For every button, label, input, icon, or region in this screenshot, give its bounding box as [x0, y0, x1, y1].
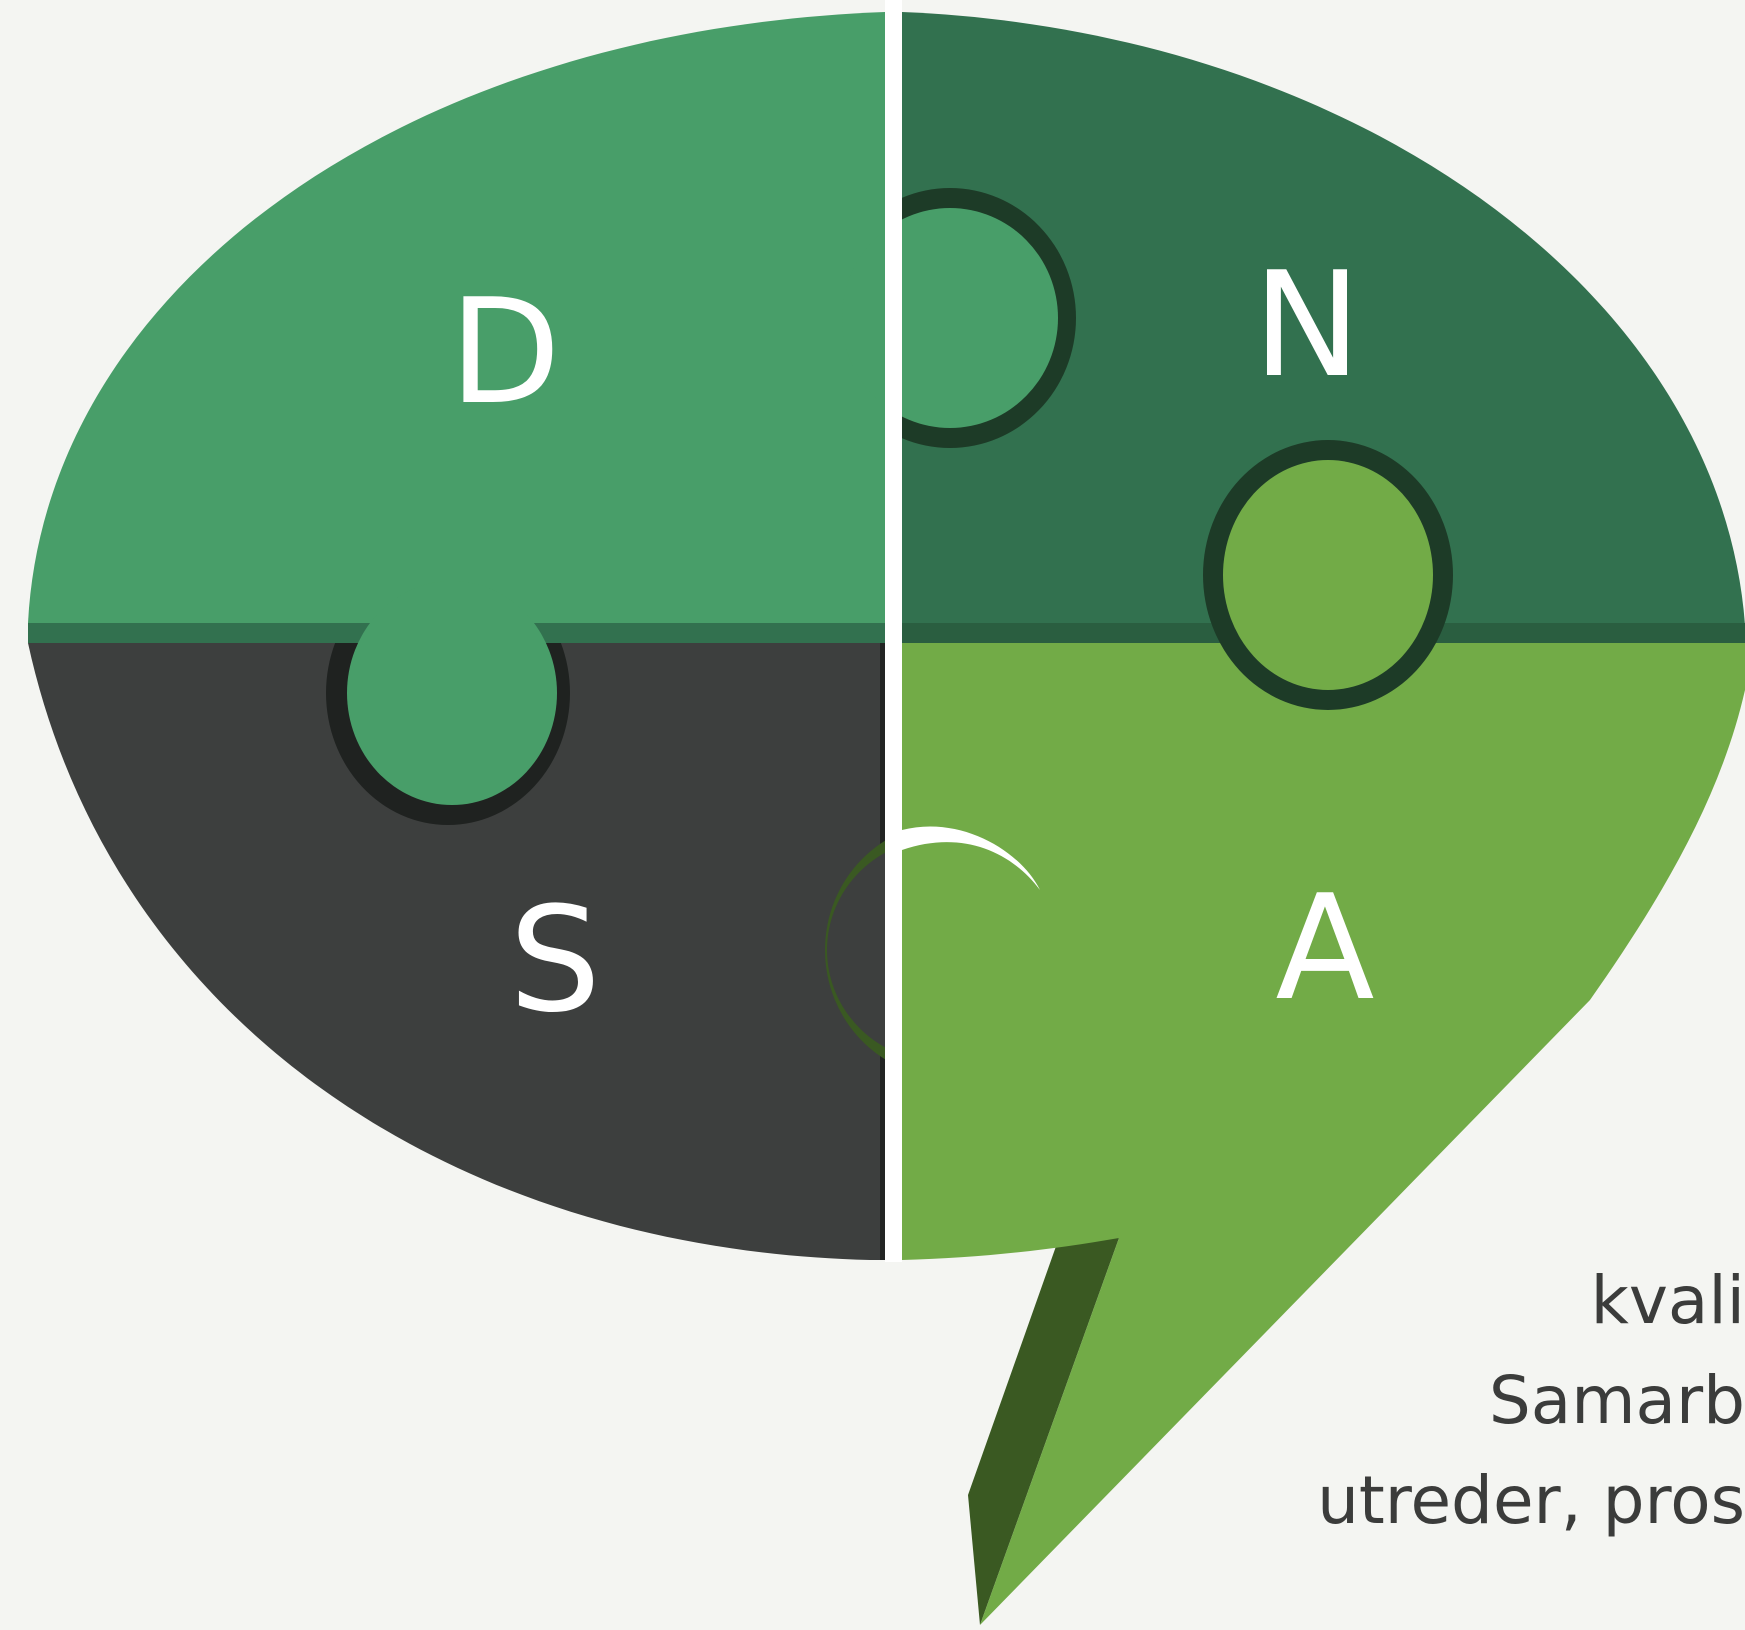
piece-n-body [902, 12, 1745, 643]
piece-n: N [824, 12, 1745, 710]
seam-top [885, 12, 902, 232]
piece-d-bottom-knob [347, 581, 557, 805]
piece-s-body [28, 643, 885, 1260]
piece-a-body [902, 643, 1745, 1625]
piece-s-letter: S [509, 876, 601, 1045]
caption-line-2: Samarb [1488, 1362, 1745, 1439]
piece-n-letter: N [1253, 241, 1361, 410]
vertical-seam [885, 0, 902, 1262]
caption-line-1: kvali [1590, 1262, 1745, 1339]
left-notch [0, 623, 28, 643]
piece-d-right-knob [842, 208, 1058, 428]
piece-d-letter: D [449, 268, 561, 437]
piece-d-body [28, 12, 885, 623]
piece-a-knob-neck [1248, 600, 1408, 643]
piece-a-tail-shadow [968, 1235, 1119, 1625]
caption-line-3: utreder, pros [1317, 1462, 1745, 1539]
piece-a-knob [1223, 460, 1433, 690]
piece-a-letter: A [1275, 864, 1374, 1033]
piece-a: A [902, 643, 1745, 1625]
piece-a-socket-highlight [902, 826, 1040, 890]
piece-d-bottom-knob-neck [375, 620, 530, 670]
